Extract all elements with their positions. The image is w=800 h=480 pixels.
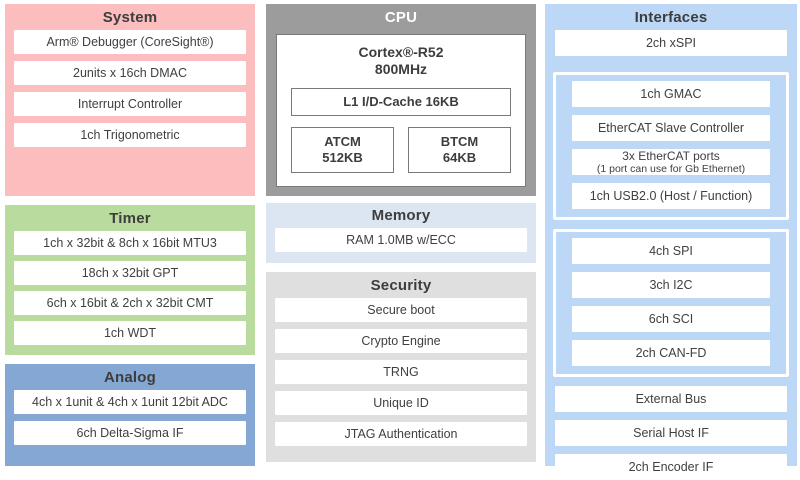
timer-item-mtu3: 1ch x 32bit & 8ch x 16bit MTU3 (14, 231, 246, 255)
system-title: System (102, 9, 158, 26)
timer-item-cmt: 6ch x 16bit & 2ch x 32bit CMT (14, 291, 246, 315)
interfaces-spacer (545, 64, 797, 72)
cpu-core-name: Cortex®-R52 (358, 44, 444, 60)
security-item-jtag-auth: JTAG Authentication (275, 422, 527, 446)
interfaces-item-ethercat-slave: EtherCAT Slave Controller (572, 115, 770, 141)
ethercat-ports-line2: (1 port can use for Gb Ethernet) (596, 163, 746, 175)
system-item-dmac: 2units x 16ch DMAC (14, 61, 246, 85)
timer-item-wdt: 1ch WDT (14, 321, 246, 345)
interfaces-title: Interfaces (634, 9, 708, 26)
interfaces-item-usb: 1ch USB2.0 (Host / Function) (572, 183, 770, 209)
interfaces-item-encoder-if: 2ch Encoder IF (555, 454, 787, 480)
analog-block: Analog 4ch x 1unit & 4ch x 1unit 12bit A… (5, 364, 255, 466)
atcm-size: 512KB (322, 150, 363, 165)
interfaces-item-xspi: 2ch xSPI (555, 30, 787, 56)
security-item-crypto-engine: Crypto Engine (275, 329, 527, 353)
interfaces-item-i2c: 3ch I2C (572, 272, 770, 298)
analog-item-adc: 4ch x 1unit & 4ch x 1unit 12bit ADC (14, 390, 246, 414)
interfaces-network-subgroup: 1ch GMAC EtherCAT Slave Controller 3x Et… (553, 72, 789, 220)
timer-title: Timer (109, 210, 151, 227)
memory-block: Memory RAM 1.0MB w/ECC (266, 203, 536, 263)
security-item-trng: TRNG (275, 360, 527, 384)
cpu-atcm-box: ATCM 512KB (291, 127, 394, 173)
analog-item-delta-sigma: 6ch Delta-Sigma IF (14, 421, 246, 445)
interfaces-serial-subgroup: 4ch SPI 3ch I2C 6ch SCI 2ch CAN-FD (553, 229, 789, 377)
cpu-block: CPU Cortex®-R52 800MHz L1 I/D-Cache 16KB… (266, 4, 536, 196)
memory-item-ram: RAM 1.0MB w/ECC (275, 228, 527, 252)
cpu-core-box: Cortex®-R52 800MHz L1 I/D-Cache 16KB ATC… (276, 34, 526, 187)
cpu-tcm-row: ATCM 512KB BTCM 64KB (291, 127, 511, 173)
interfaces-item-ethercat-ports: 3x EtherCAT ports (1 port can use for Gb… (572, 149, 770, 175)
ethercat-ports-line1: 3x EtherCAT ports (622, 149, 720, 163)
cpu-core-label: Cortex®-R52 800MHz (277, 35, 525, 78)
interfaces-item-spi: 4ch SPI (572, 238, 770, 264)
timer-item-gpt: 18ch x 32bit GPT (14, 261, 246, 285)
system-item-interrupt-controller: Interrupt Controller (14, 92, 246, 116)
security-title: Security (370, 277, 432, 294)
cpu-l1-cache: L1 I/D-Cache 16KB (291, 88, 511, 116)
cpu-core-frequency: 800MHz (374, 61, 428, 77)
memory-title: Memory (371, 207, 431, 224)
analog-title: Analog (103, 369, 157, 386)
security-item-unique-id: Unique ID (275, 391, 527, 415)
interfaces-item-gmac: 1ch GMAC (572, 81, 770, 107)
interfaces-item-external-bus: External Bus (555, 386, 787, 412)
timer-block: Timer 1ch x 32bit & 8ch x 16bit MTU3 18c… (5, 205, 255, 355)
interfaces-item-serial-host-if: Serial Host IF (555, 420, 787, 446)
security-item-secure-boot: Secure boot (275, 298, 527, 322)
atcm-name: ATCM (324, 134, 361, 149)
system-item-arm-debugger: Arm® Debugger (CoreSight®) (14, 30, 246, 54)
btcm-size: 64KB (442, 150, 477, 165)
btcm-name: BTCM (440, 134, 479, 149)
cpu-title: CPU (384, 9, 418, 26)
system-block: System Arm® Debugger (CoreSight®) 2units… (5, 4, 255, 196)
interfaces-item-can-fd: 2ch CAN-FD (572, 340, 770, 366)
interfaces-block: Interfaces 2ch xSPI 1ch GMAC EtherCAT Sl… (545, 4, 797, 480)
cpu-btcm-box: BTCM 64KB (408, 127, 511, 173)
security-block: Security Secure boot Crypto Engine TRNG … (266, 272, 536, 462)
interfaces-item-sci: 6ch SCI (572, 306, 770, 332)
system-item-trigonometric: 1ch Trigonometric (14, 123, 246, 147)
